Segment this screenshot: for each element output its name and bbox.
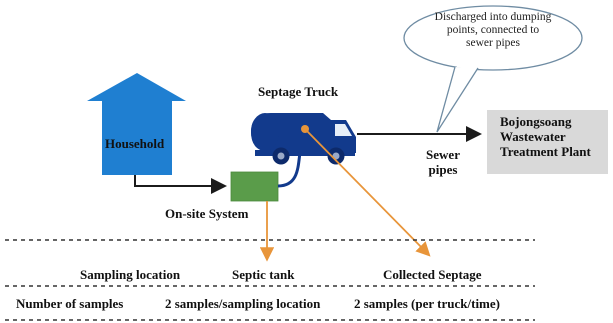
row1-col1: Septic tank xyxy=(232,267,295,282)
sewer-label: Sewer pipes xyxy=(423,147,463,177)
row2-col2: 2 samples (per truck/time) xyxy=(354,296,500,311)
onsite-label: On-site System xyxy=(165,206,249,221)
callout-line-3: sewer pipes xyxy=(466,37,520,49)
household-icon xyxy=(87,73,186,175)
callout-bubble xyxy=(403,5,583,133)
plant-label-line-1: Bojongsoang xyxy=(500,114,572,129)
household-label: Household xyxy=(105,136,165,151)
callout-text: Discharged into dumping points, connecte… xyxy=(410,11,576,50)
septage-sampling-arrow xyxy=(304,128,431,257)
hose-line xyxy=(277,151,302,188)
truck-icon xyxy=(251,113,356,165)
sewer-label-line-1: Sewer xyxy=(426,147,460,162)
treatment-plant-box xyxy=(487,110,608,174)
truck-label: Septage Truck xyxy=(258,84,339,99)
row1-header: Sampling location xyxy=(80,267,181,282)
household-to-tank-arrow xyxy=(134,175,227,194)
row1-col2: Collected Septage xyxy=(383,267,482,282)
row2-col1: 2 samples/sampling location xyxy=(165,296,321,311)
callout-line-2: points, connected to xyxy=(446,24,540,36)
callout-line-1: Discharged into dumping xyxy=(434,11,552,23)
plant-label-line-3: Treatment Plant xyxy=(500,144,591,159)
treatment-plant-label: Bojongsoang Wastewater Treatment Plant xyxy=(500,114,591,159)
plant-label-line-2: Wastewater xyxy=(500,129,566,144)
row2-header: Number of samples xyxy=(16,296,124,311)
sewer-label-line-2: pipes xyxy=(428,162,458,177)
onsite-tank-icon xyxy=(230,171,279,202)
